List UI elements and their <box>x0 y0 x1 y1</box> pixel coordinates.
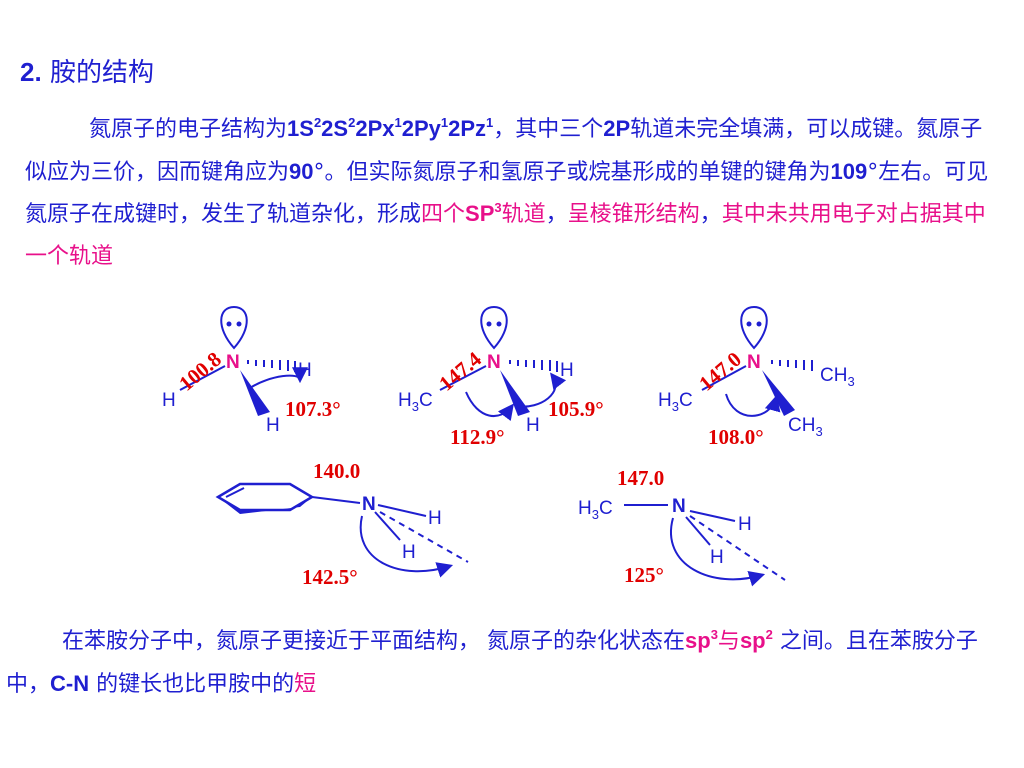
molecule-methylamine-planar: H3C N H H 147.0 125° <box>578 466 786 587</box>
lone-pair-electron <box>756 321 762 327</box>
methyl-group: CH3 <box>820 365 855 389</box>
text-span: ， <box>545 202 568 227</box>
highlight-sp2: sp2 <box>739 627 773 653</box>
bond-line <box>689 510 736 522</box>
angle-arrow <box>249 367 308 389</box>
bond-line <box>701 365 747 391</box>
text-span: 轨道未完全填满，可以成键。氮原子似应为三价，因而键角应为 <box>25 117 983 185</box>
bond-line <box>685 516 711 546</box>
angle-arrow <box>670 517 766 587</box>
wedge-bond <box>762 370 795 416</box>
text-span: ， <box>699 202 722 227</box>
highlight-sp3: SP3 <box>465 200 502 226</box>
text-span: 之间。且在苯胺分子中， <box>6 629 978 697</box>
paragraph-aniline: 在苯胺分子中，氮原子更接近于平面结构， 氮原子的杂化状态在sp3与sp2 之间。… <box>6 620 1016 706</box>
section-number: 2. <box>20 57 42 87</box>
hashed-bond <box>509 360 558 372</box>
bond-length-label: 147.0 <box>694 347 746 396</box>
highlight-short: 短 <box>294 672 317 697</box>
lone-pair-electron <box>496 321 502 327</box>
paragraph-electron-structure: 氮原子的电子结构为1S22S22Px12Py12Pz1，其中三个2P轨道未完全填… <box>25 108 1000 277</box>
angle-arrow <box>725 393 781 417</box>
molecule-ammonia: N H H H 100.8 107.3° <box>162 305 341 436</box>
atom-h: H <box>162 390 176 411</box>
atom-n: N <box>747 352 761 373</box>
dashed-bond <box>689 515 786 581</box>
bold-cn: C-N <box>50 671 90 696</box>
text-span: 在苯胺分子中，氮原子更接近于平面结构， 氮原子的杂化状态在 <box>62 629 685 654</box>
bold-2p: 2P <box>603 116 631 141</box>
highlight-pyramid: 呈棱锥形结构 <box>567 202 700 227</box>
highlight-orbital: 轨道 <box>501 202 546 227</box>
hashed-bond <box>771 360 813 371</box>
lone-pair-electron <box>746 321 752 327</box>
section-title-text: 胺的结构 <box>49 58 154 88</box>
lone-pair-electron <box>226 321 232 327</box>
molecule-methylamine: N H H3C H 147.4 105.9° 112.9° <box>398 305 604 449</box>
text-span: ，其中三个 <box>493 117 604 142</box>
highlight-sp3: sp3 <box>685 627 718 653</box>
bond-angle-label: 107.3° <box>285 397 341 421</box>
text-span: 的键长也比甲胺中的 <box>89 672 295 697</box>
text-span: °。但实际氮原子和氢原子或烷基形成的单键的键角为 <box>313 159 831 185</box>
benzene-double-bond <box>225 487 245 498</box>
bold-90: 90 <box>289 158 314 184</box>
atom-h: H <box>298 360 312 381</box>
atom-h: H <box>428 508 442 529</box>
electron-configuration: 1S22S22Px12Py12Pz1 <box>287 115 494 141</box>
bond-length-label: 140.0 <box>313 459 360 483</box>
atom-n: N <box>487 352 501 373</box>
lone-pair-orbital <box>740 305 768 350</box>
atom-h: H <box>710 547 724 568</box>
methyl-group: H3C <box>578 498 613 522</box>
angle-arrow <box>465 391 514 422</box>
wedge-bond <box>240 370 270 416</box>
bond-line <box>439 365 487 391</box>
lone-pair-orbital <box>220 305 248 350</box>
atom-n: N <box>672 496 686 517</box>
section-title: 2. 胺的结构 <box>20 52 154 89</box>
dashed-bond <box>379 511 469 563</box>
highlight-four: 四个 <box>421 202 466 227</box>
molecule-aniline: N H H 140.0 142.5° <box>215 459 469 589</box>
highlight-lone-pair: 其中未共用电子对占据其中一个轨道 <box>25 202 986 269</box>
bond-line <box>374 511 401 541</box>
methyl-group: CH3 <box>788 415 823 439</box>
bold-109: 109 <box>830 158 868 184</box>
bond-angle-label: 125° <box>624 563 664 587</box>
bond-length-label: 147.0 <box>617 466 664 490</box>
bond-angle-label: 142.5° <box>302 565 358 589</box>
atom-h: H <box>402 542 416 563</box>
atom-h: H <box>560 360 574 381</box>
bond-angle-label: 105.9° <box>548 397 604 421</box>
highlight-and: 与 <box>717 629 740 654</box>
text-span: °左右。可见氮原子在成键时，发生了轨道杂化，形成 <box>25 159 989 228</box>
lone-pair-electron <box>486 321 492 327</box>
atom-h: H <box>738 514 752 535</box>
methyl-group: H3C <box>398 390 433 414</box>
bond-angle-label: 112.9° <box>450 425 505 449</box>
atom-h: H <box>526 415 540 436</box>
bond-line <box>311 496 361 504</box>
wedge-bond <box>500 370 530 416</box>
angle-arrow <box>359 515 454 578</box>
angle-arrow <box>516 372 567 408</box>
benzene-ring-front-edge <box>218 497 312 514</box>
methyl-group: H3C <box>658 390 693 414</box>
bond-line <box>179 365 226 391</box>
atom-h: H <box>266 415 280 436</box>
bond-angle-label: 108.0° <box>708 425 764 449</box>
lone-pair-electron <box>236 321 242 327</box>
hashed-bond <box>247 360 296 372</box>
atom-n: N <box>362 494 376 515</box>
text-span: 氮原子的电子结构为 <box>89 117 288 142</box>
lone-pair-orbital <box>480 305 508 350</box>
atom-n: N <box>226 352 240 373</box>
molecule-trimethylamine: N CH3 H3C CH3 147.0 108.0° <box>658 305 855 449</box>
bond-line <box>377 504 427 517</box>
